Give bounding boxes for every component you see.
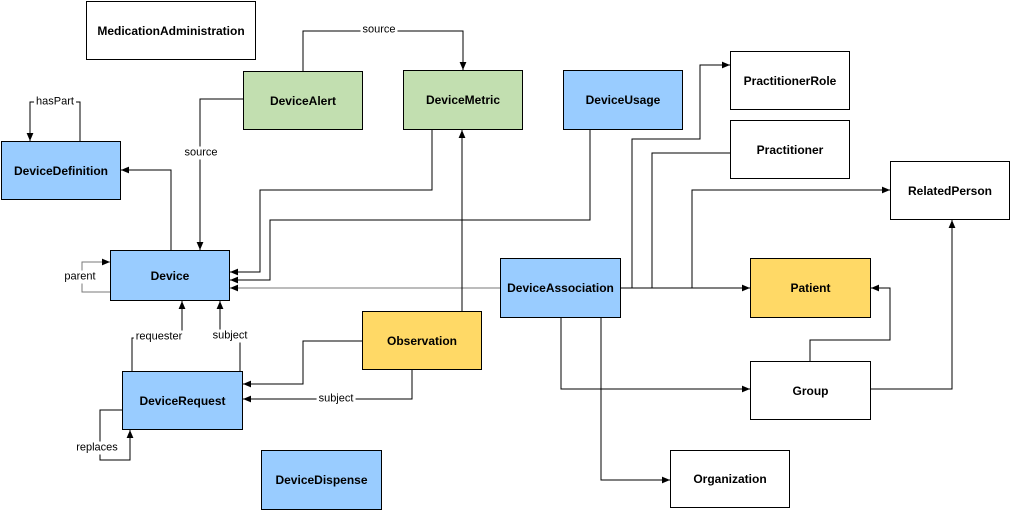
node-device-alert: DeviceAlert [243,71,363,130]
edge-label-request-replaces-loop: replaces [74,441,120,455]
edge-label-device-parent-loop: parent [62,270,98,284]
edge-group-to-patient [809,284,891,361]
edge-usage-to-device [230,130,591,284]
edge-label-request-to-device-subject: subject [210,329,250,343]
node-related-person: RelatedPerson [890,161,1010,220]
node-group: Group [750,361,871,420]
node-device-dispense: DeviceDispense [261,450,382,510]
node-device-usage: DeviceUsage [563,70,683,130]
edge-label-alert-to-device-source: source [182,146,220,160]
edge-alert-to-device-source [196,98,243,250]
edge-observation-to-request-subject [243,370,413,403]
edge-request-replaces-loop [99,409,134,461]
node-medication-administration: MedicationAdministration [86,1,256,60]
node-device: Device [110,250,230,301]
edge-label-definition-haspart-loop: hasPart [34,95,76,109]
edge-metric-to-device [230,130,433,276]
node-device-request: DeviceRequest [122,371,243,430]
node-organization: Organization [670,450,790,508]
edge-label-observation-to-request-subject: subject [316,392,356,406]
node-device-metric: DeviceMetric [403,70,523,130]
node-patient: Patient [750,258,871,318]
edge-association-to-practitioner [621,152,730,289]
edge-device-to-definition [121,166,172,250]
node-device-definition: DeviceDefinition [1,141,121,200]
edge-association-to-group [560,318,750,393]
edge-group-to-related-person [871,220,956,390]
edge-association-to-related-person [621,186,890,289]
node-practitioner: Practitioner [730,120,850,179]
edge-label-request-to-device-requester: requester [133,330,185,344]
edge-observation-to-request [243,340,362,388]
node-observation: Observation [362,311,482,370]
edge-association-to-organization [600,318,670,484]
node-practitioner-role: PractitionerRole [730,51,850,110]
edge-alert-to-metric-source [302,30,467,71]
edge-label-alert-to-metric-source: source [360,23,398,37]
node-device-association: DeviceAssociation [500,258,621,318]
